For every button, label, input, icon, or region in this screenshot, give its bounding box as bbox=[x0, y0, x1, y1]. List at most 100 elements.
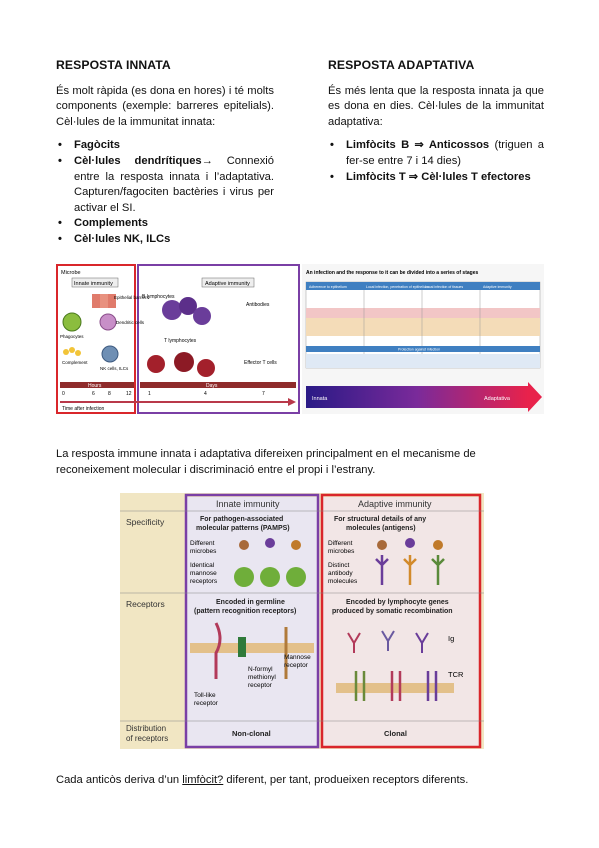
stage-label: Local infection, penetration of epitheli… bbox=[366, 285, 429, 289]
row-distribution: Distribution bbox=[126, 724, 166, 733]
nk-label: NK cells, ILCs bbox=[100, 366, 129, 371]
antibodies-label: Antibodies bbox=[246, 302, 270, 308]
row-receptors: Receptors bbox=[126, 599, 165, 609]
identical-receptors-label: mannose bbox=[190, 570, 217, 577]
antibody-note-paragraph: Cada anticòs deriva d’un limfòcit? difer… bbox=[56, 773, 546, 789]
limfocit-link[interactable]: limfòcit? bbox=[182, 774, 224, 786]
time-axis-label: Time after infection bbox=[62, 406, 105, 412]
protection-label: Protection against infection bbox=[398, 348, 440, 352]
stages-title: An infection and the response to it can … bbox=[306, 270, 478, 276]
infection-stages-figure: An infection and the response to it can … bbox=[302, 264, 544, 414]
adaptive-cell-list: Limfòcits B ⇒ Anticossos (triguen a fer-… bbox=[328, 138, 544, 185]
row-specificity: Specificity bbox=[126, 517, 165, 527]
adaptive-section: RESPOSTA ADAPTATIVA És més lenta que la … bbox=[328, 58, 544, 185]
antibody-note-start: Cada anticòs deriva d’un bbox=[56, 774, 183, 786]
different-microbes-label: microbes bbox=[328, 548, 355, 555]
tick-label: 7 bbox=[262, 391, 265, 397]
days-label: Days bbox=[206, 383, 218, 389]
adaptive-intro: És més lenta que la resposta innata ja q… bbox=[328, 84, 544, 128]
nformyl-label: N-formyl bbox=[248, 666, 273, 673]
adaptativa-label: Adaptativa bbox=[484, 396, 511, 402]
tick-label: 12 bbox=[126, 391, 132, 397]
adaptive-spec-title: molecules (antigens) bbox=[346, 525, 416, 532]
toll-like-label: receptor bbox=[194, 700, 219, 707]
different-microbes-label: microbes bbox=[190, 548, 217, 555]
list-item: Complements bbox=[56, 216, 274, 232]
innate-microbe-icon bbox=[234, 538, 306, 587]
innata-label: Innata bbox=[312, 396, 328, 402]
adaptive-frame bbox=[137, 264, 300, 414]
innate-adaptive-comparison-figure: Innate immunity Adaptive immunity Specif… bbox=[120, 493, 484, 749]
phagocyte-icon bbox=[62, 312, 82, 332]
tick-label: 8 bbox=[108, 391, 111, 397]
innate-frame bbox=[56, 264, 136, 414]
epithelial-icon bbox=[92, 294, 116, 308]
mannose-label: Mannose bbox=[284, 654, 311, 661]
innate-receptor-title: Encoded in germline bbox=[216, 599, 285, 606]
b-lymphocyte-cluster-icon bbox=[162, 297, 211, 325]
list-item: Limfòcits B ⇒ Anticossos (triguen a fer-… bbox=[328, 138, 544, 169]
t-lymphocyte-cluster-icon bbox=[147, 352, 215, 377]
differences-paragraph: La resposta immune innata i adaptativa d… bbox=[56, 448, 476, 476]
ig-label: Ig bbox=[448, 634, 454, 643]
dendritic-cell-icon bbox=[99, 313, 117, 331]
adaptive-box-label: Adaptive immunity bbox=[205, 281, 250, 287]
innate-receptor-icon bbox=[214, 622, 288, 679]
hours-label: Hours bbox=[88, 383, 102, 389]
clonal-label: Clonal bbox=[384, 729, 407, 738]
tick-label: 6 bbox=[92, 391, 95, 397]
effector-label: Effector T cells bbox=[244, 360, 277, 366]
distinct-antibody-label: molecules bbox=[328, 578, 358, 585]
list-item: Fagòcits bbox=[56, 138, 274, 154]
innate-heading: RESPOSTA INNATA bbox=[56, 58, 171, 72]
stage-label: Adherence to epithelium bbox=[309, 285, 347, 289]
adaptive-receptor-title: produced by somatic recombination bbox=[332, 608, 453, 615]
immunity-timeline-figure: Microbe Innate immunity Adaptive immunit… bbox=[56, 264, 300, 414]
innate-section: RESPOSTA INNATA És molt ràpida (es dona … bbox=[56, 58, 274, 248]
adaptive-column-header: Adaptive immunity bbox=[358, 499, 432, 509]
innate-column-header: Innate immunity bbox=[216, 499, 280, 509]
non-clonal-label: Non-clonal bbox=[232, 729, 271, 738]
innate-column-frame bbox=[184, 493, 320, 749]
distinct-antibody-label: antibody bbox=[328, 570, 353, 577]
tick-label: 1 bbox=[148, 391, 151, 397]
complement-label: Complement bbox=[62, 360, 88, 365]
phagocytes-label: Phagocytes bbox=[60, 334, 84, 339]
innate-membrane bbox=[190, 643, 314, 653]
innate-spec-title: molecular patterns (PAMPS) bbox=[196, 525, 290, 532]
stage-label: Local infection of tissues bbox=[425, 285, 463, 289]
adaptive-heading: RESPOSTA ADAPTATIVA bbox=[328, 58, 475, 72]
tick-label: 0 bbox=[62, 391, 65, 397]
innate-adaptive-gradient bbox=[306, 386, 528, 408]
toll-like-label: Toll-like bbox=[194, 692, 216, 699]
distinct-antibody-label: Distinct bbox=[328, 562, 350, 569]
epithelial-label: Epithelial barriers bbox=[114, 295, 150, 300]
tcr-receptor-icon bbox=[354, 671, 438, 701]
adaptive-antibody-icon bbox=[375, 538, 445, 585]
nformyl-label: receptor bbox=[248, 682, 273, 689]
adaptive-spec-title: For structural details of any bbox=[334, 516, 426, 523]
row-distribution: of receptors bbox=[126, 734, 168, 743]
identical-receptors-label: receptors bbox=[190, 578, 218, 585]
innate-receptor-title: (pattern recognition receptors) bbox=[194, 608, 296, 615]
identical-receptors-label: Identical bbox=[190, 562, 215, 569]
antibody-note-end: diferent, per tant, produeixen receptors… bbox=[223, 774, 469, 786]
ig-receptor-icon bbox=[347, 630, 429, 653]
adaptive-column-frame bbox=[320, 493, 482, 749]
different-microbes-label: Different bbox=[190, 540, 215, 547]
adaptive-membrane bbox=[336, 683, 454, 693]
innate-cell-list: Fagòcits Cèl·lules dendrítiques→ Connexi… bbox=[56, 138, 274, 247]
list-item: Limfòcits T ⇒ Cèl·lules T efectores bbox=[328, 170, 544, 186]
innate-box-label: Innate immunity bbox=[74, 281, 113, 287]
list-item: Cèl·lules dendrítiques→ Connexió entre l… bbox=[56, 154, 274, 216]
tick-label: 4 bbox=[204, 391, 207, 397]
t-lymph-label: T lymphocytes bbox=[164, 338, 197, 344]
innate-spec-title: For pathogen-associated bbox=[200, 516, 283, 523]
b-lymph-label: B lymphocytes bbox=[142, 294, 175, 300]
adaptive-receptor-title: Encoded by lymphocyte genes bbox=[346, 599, 449, 606]
microbe-label: Microbe bbox=[61, 270, 81, 276]
innate-intro: És molt ràpida (es dona en hores) i té m… bbox=[56, 84, 274, 128]
dendritic-label: Dendritic cells bbox=[116, 320, 145, 325]
complement-icon bbox=[63, 347, 81, 356]
list-item: Cèl·lules NK, ILCs bbox=[56, 232, 274, 248]
